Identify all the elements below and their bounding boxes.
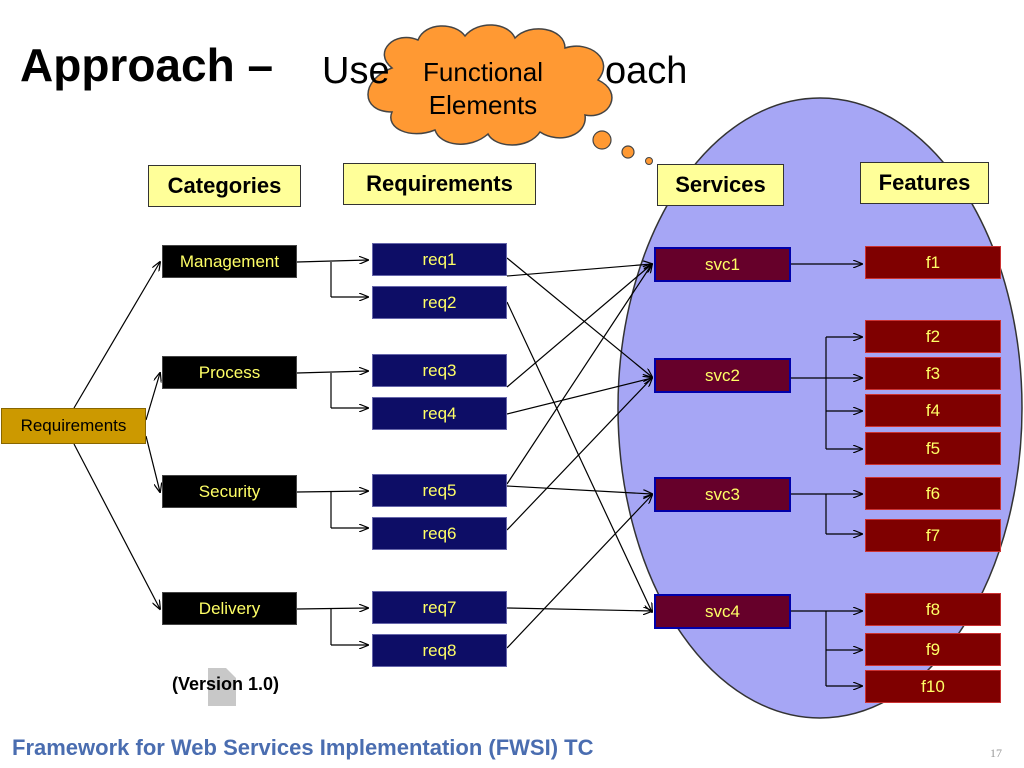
cloud-label-line1: Functional [423,57,543,87]
connector-arrow-2 [145,373,160,421]
page-subtitle-end: oach [605,50,688,92]
connector-arrow-1 [73,262,160,409]
document-icon [208,668,236,706]
connector-arrow-22 [506,485,652,494]
functional-elements-cloud [367,24,653,165]
feature-box-4: f4 [865,394,1001,427]
connector-arrow-21 [506,264,652,485]
req-box-8: req8 [372,634,507,667]
feature-box-9: f9 [865,633,1001,666]
service-box-4: svc4 [654,594,791,629]
feature-box-7: f7 [865,519,1001,552]
req-box-3: req3 [372,354,507,387]
cloud-bubble-large [592,130,612,150]
connector-arrow-14 [296,608,368,609]
feature-box-8: f8 [865,593,1001,626]
cloud-label: Functional Elements [398,56,568,122]
header-categories: Categories [148,165,301,207]
feature-box-3: f3 [865,357,1001,390]
header-services: Services [657,164,784,206]
connector-arrow-11 [296,491,368,492]
feature-box-2: f2 [865,320,1001,353]
connector-arrow-25 [506,495,652,649]
page-title: Approach – [20,39,274,91]
feature-box-6: f6 [865,477,1001,510]
category-delivery: Delivery [162,592,297,625]
root-requirements: Requirements [1,408,146,444]
connector-arrow-4 [73,443,160,609]
req-box-7: req7 [372,591,507,624]
footer-title: Framework for Web Services Implementatio… [12,735,594,760]
version-label: (Version 1.0) [172,674,280,694]
req-box-1: req1 [372,243,507,276]
connectors [73,257,862,686]
feature-box-5: f5 [865,432,1001,465]
page-number: 17 [990,746,1002,760]
page-subtitle-start: Use [322,50,390,92]
cloud-bubble-small [645,157,653,165]
feature-box-1: f1 [865,246,1001,279]
connector-arrow-5 [296,260,368,262]
connector-arrow-17 [506,264,652,277]
category-process: Process [162,356,297,389]
req-box-5: req5 [372,474,507,507]
req-box-6: req6 [372,517,507,550]
cloud-bubble-medium [621,145,635,159]
connector-arrow-24 [506,608,652,611]
connector-arrow-20 [506,378,652,415]
feature-box-10: f10 [865,670,1001,703]
connector-arrow-19 [506,257,652,377]
connector-arrow-3 [145,435,160,492]
service-box-3: svc3 [654,477,791,512]
service-box-2: svc2 [654,358,791,393]
req-box-2: req2 [372,286,507,319]
connector-arrow-18 [506,264,652,388]
cloud-label-line2: Elements [428,90,538,120]
category-management: Management [162,245,297,278]
connector-arrow-23 [506,378,652,531]
service-box-1: svc1 [654,247,791,282]
header-requirements: Requirements [343,163,536,205]
category-security: Security [162,475,297,508]
req-box-4: req4 [372,397,507,430]
page-subtitle: Use oach [322,50,687,93]
header-features: Features [860,162,989,204]
connector-arrow-26 [506,301,652,612]
connector-arrow-8 [296,371,368,373]
